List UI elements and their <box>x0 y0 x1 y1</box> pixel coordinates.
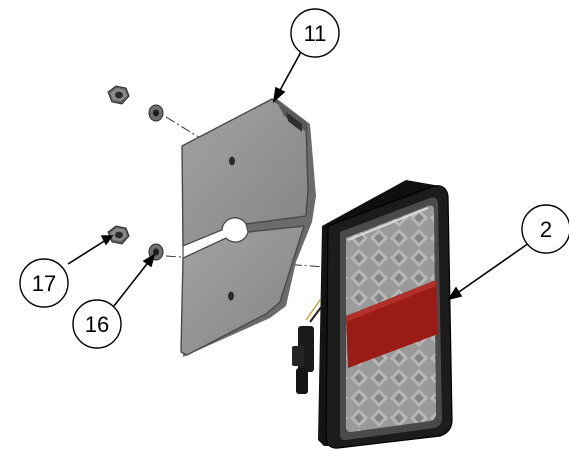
callout-11-label: 11 <box>304 21 327 46</box>
lamp-red-band-highlight <box>346 280 436 322</box>
bracket-flange-slot <box>286 112 302 132</box>
callout-2-label: 2 <box>540 217 552 242</box>
tail-light <box>292 180 453 449</box>
callout-16: 16 <box>72 299 122 349</box>
callout-17: 17 <box>19 258 69 308</box>
lamp-red-band <box>346 280 438 368</box>
lamp-connector <box>292 299 323 394</box>
bracket-slot <box>182 217 249 259</box>
hex-nut-upper <box>107 85 130 105</box>
callout-11: 11 <box>290 8 340 58</box>
leader-lines <box>67 49 530 307</box>
lower-centerline <box>165 255 341 269</box>
hex-nut-lower <box>107 225 130 245</box>
lamp-lens-highlight <box>347 207 429 241</box>
mounting-bracket <box>180 98 316 357</box>
callout-16-label: 16 <box>85 312 109 337</box>
callout-17-label: 17 <box>32 271 56 296</box>
callout-2: 2 <box>521 204 569 254</box>
bracket-hole-upper <box>229 156 235 166</box>
bracket-hole-lower <box>228 291 234 301</box>
washer-upper <box>148 104 164 122</box>
